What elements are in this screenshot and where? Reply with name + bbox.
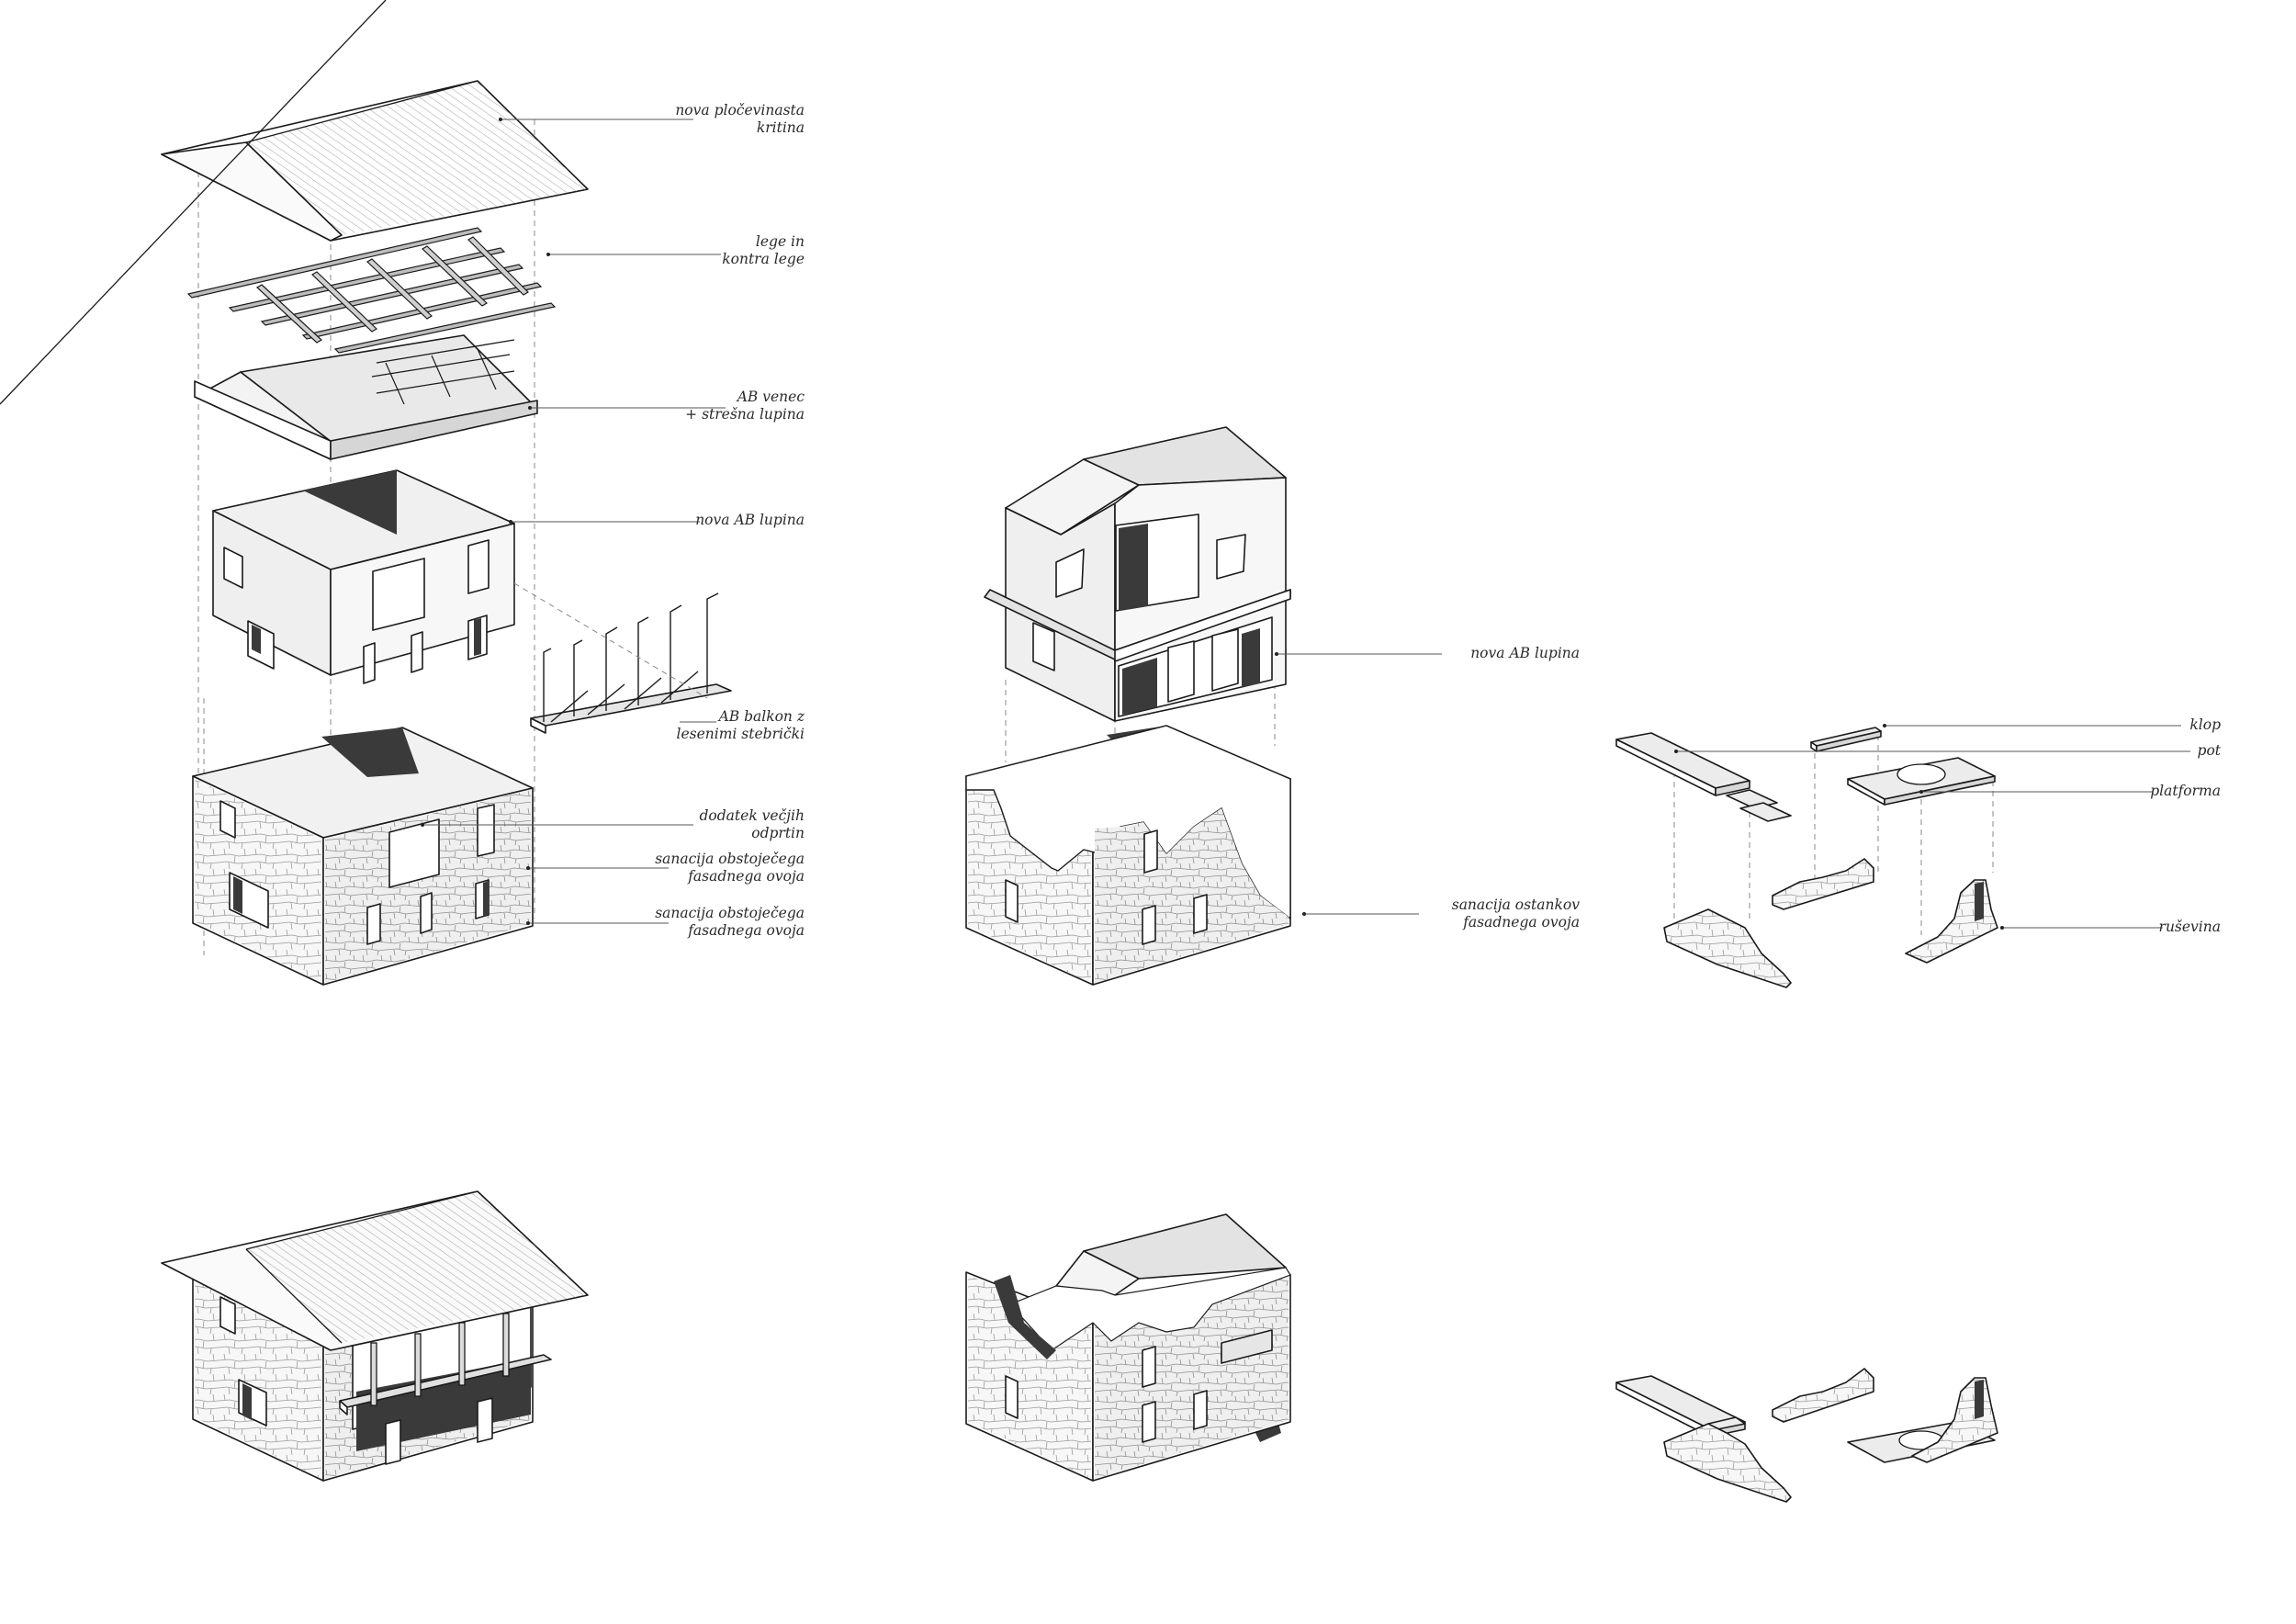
label-platform: platforma (2150, 783, 2221, 799)
purlins-grid (186, 227, 557, 354)
right-labels: klop pot platforma ruševina (1674, 716, 2222, 935)
ruined-stone-walls (965, 725, 1291, 986)
assembled-ruin (965, 1213, 1291, 1482)
label-ring-beam-1: AB venec (736, 389, 805, 405)
label-ruin: ruševina (2159, 919, 2221, 935)
label-facade-1b: fasadnega ovoja (687, 868, 805, 885)
roof-cover (161, 80, 589, 242)
label-remains-1: sanacija ostankov (1452, 897, 1580, 913)
concrete-roof-shell (0, 0, 538, 460)
label-facade-2b: fasadnega ovoja (687, 922, 805, 939)
label-new-shell-left: nova AB lupina (695, 512, 805, 528)
landscape-fragments-group (1615, 727, 1998, 988)
label-balcony-2: lesenimi stebrički (677, 726, 805, 742)
balcony-element (513, 582, 732, 734)
label-openings-2: odprtin (751, 825, 805, 841)
label-remains-2: fasadnega ovoja (1462, 914, 1580, 930)
new-shell-house (984, 426, 1291, 722)
ruin-shell-group (965, 426, 1291, 986)
assembled-house (161, 1190, 589, 1482)
middle-labels: nova AB lupina sanacija ostankov fasadne… (1275, 645, 1580, 930)
label-balcony-1: AB balkon z (717, 708, 805, 725)
label-openings-1: dodatek večjih (700, 807, 805, 824)
left-labels: nova pločevinasta kritina lege in kontra… (421, 102, 805, 939)
label-roof-cover-1: nova pločevinasta (675, 102, 805, 118)
label-new-shell-mid: nova AB lupina (1470, 645, 1580, 661)
label-ring-beam-2: + strešna lupina (685, 406, 805, 423)
label-facade-1a: sanacija obstoječega (655, 851, 805, 867)
label-roof-cover-2: kritina (757, 119, 805, 136)
assembled-landscape (1615, 1368, 1998, 1503)
label-bench: klop (2189, 716, 2221, 733)
label-purlins-2: kontra lege (722, 251, 805, 267)
new-concrete-shell (212, 469, 515, 684)
label-purlins-1: lege in (756, 233, 805, 250)
label-path: pot (2198, 742, 2222, 759)
existing-stone-walls (192, 727, 534, 986)
label-facade-2a: sanacija obstoječega (655, 905, 805, 921)
exploded-house-group (0, 0, 732, 986)
